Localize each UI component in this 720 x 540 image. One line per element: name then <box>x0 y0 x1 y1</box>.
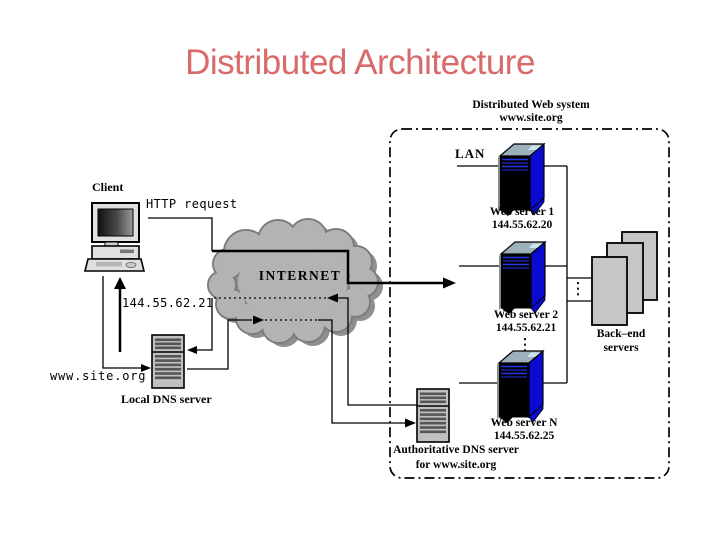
slide-title: Distributed Architecture <box>185 43 535 82</box>
web-server-1-ip: 144.55.62.20 <box>491 219 553 231</box>
web-server-2-name: Web server 2 <box>493 309 559 321</box>
backend-servers-label-line1: Back–end <box>596 328 646 340</box>
lan-label: LAN <box>455 146 486 161</box>
authoritative-dns-server-icon <box>416 388 450 443</box>
http-request-label: HTTP request <box>146 197 238 211</box>
system-heading-line1: Distributed Web system <box>472 99 590 111</box>
client-label: Client <box>92 180 124 194</box>
auth-to-local-dns-response-flow <box>187 293 417 406</box>
internet-label: INTERNET <box>258 268 342 283</box>
local-dns-server-label: Local DNS server <box>121 392 212 406</box>
internet-cloud-icon <box>207 218 383 347</box>
local-to-auth-dns-query-flow <box>187 315 416 428</box>
backend-servers-label-line2: servers <box>603 342 639 354</box>
dns-query-host-label: www.site.org <box>50 369 147 383</box>
authoritative-dns-label-line1: Authoritative DNS server <box>393 444 519 456</box>
authoritative-dns-label-line2: for www.site.org <box>415 459 497 471</box>
dns-response-arrow <box>114 277 126 352</box>
web-server-n-ip: 144.55.62.25 <box>493 430 555 442</box>
web-server-1-name: Web server 1 <box>489 206 555 218</box>
web-server-2-ip: 144.55.62.21 <box>495 322 557 334</box>
client-computer-icon <box>83 202 146 272</box>
dns-lookup-request-line <box>102 276 151 372</box>
dns-response-ip-label: 144.55.62.21 <box>122 296 214 310</box>
system-heading-line2: www.site.org <box>499 112 563 124</box>
local-dns-server-icon <box>151 334 185 389</box>
web-server-n-name: Web server N <box>490 417 558 429</box>
distributed-web-system-boundary <box>389 128 670 479</box>
backend-servers-icon <box>591 231 658 326</box>
http-request-flow <box>148 217 456 289</box>
web-server-n-icon <box>496 350 544 424</box>
web-server-2-icon <box>498 241 546 315</box>
